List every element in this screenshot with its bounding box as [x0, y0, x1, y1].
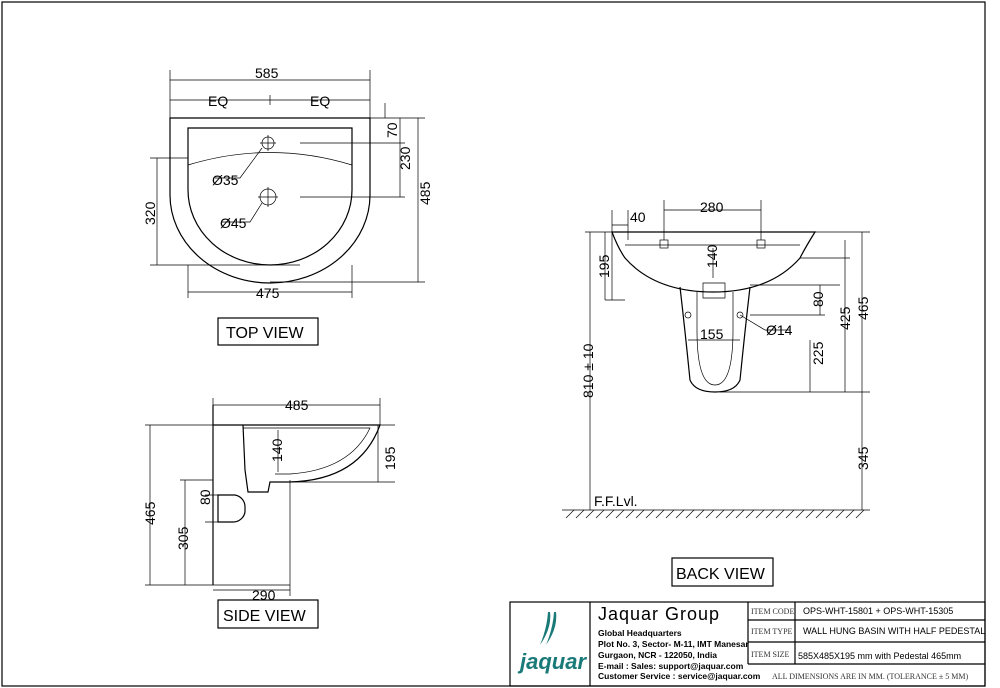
svg-text:465: 465	[855, 296, 871, 320]
item-size: 585X485X195 mm with Pedestal 465mm	[798, 651, 961, 661]
svg-text:70: 70	[384, 122, 400, 138]
svg-text:290: 290	[252, 587, 276, 603]
svg-text:465: 465	[142, 501, 158, 525]
svg-text:140: 140	[269, 438, 285, 462]
svg-text:475: 475	[256, 285, 280, 301]
svg-text:E-mail : Sales: support@jaquar: E-mail : Sales: support@jaquar.com	[598, 661, 744, 671]
basin-back-outline	[611, 231, 817, 293]
svg-text:485: 485	[285, 397, 309, 413]
jaquar-logo: jaquar	[517, 612, 587, 674]
title-block: jaquar Jaquar Group Global Headquarters …	[509, 601, 986, 687]
top-view: 585 EQ EQ 70 230 485 320 475 Ø35 Ø45 TOP…	[142, 65, 433, 346]
item-type: WALL HUNG BASIN WITH HALF PEDESTAL	[803, 626, 985, 636]
svg-text:EQ: EQ	[310, 93, 330, 109]
svg-text:80: 80	[810, 291, 826, 307]
svg-text:Customer Service : service@jaq: Customer Service : service@jaquar.com	[598, 671, 761, 681]
svg-text:195: 195	[596, 254, 612, 278]
item-code: OPS-WHT-15801 + OPS-WHT-15305	[803, 606, 953, 616]
svg-text:Ø14: Ø14	[766, 322, 793, 338]
svg-text:230: 230	[397, 146, 413, 170]
svg-text:Global Headquarters: Global Headquarters	[598, 628, 682, 638]
top-view-label: TOP VIEW	[226, 325, 305, 342]
svg-text:jaquar: jaquar	[517, 649, 587, 674]
svg-text:305: 305	[175, 526, 191, 550]
side-view-label-box	[217, 599, 319, 629]
svg-text:425: 425	[837, 306, 853, 330]
svg-text:ITEM TYPE: ITEM TYPE	[751, 627, 793, 636]
svg-text:140: 140	[704, 244, 720, 268]
company-name: Jaquar Group	[598, 604, 720, 624]
svg-text:Ø45: Ø45	[220, 215, 247, 231]
svg-text:280: 280	[700, 199, 724, 215]
pedestal-profile	[217, 494, 246, 523]
svg-text:80: 80	[197, 489, 213, 505]
dim-585: 585	[255, 65, 279, 81]
svg-text:ITEM SIZE: ITEM SIZE	[751, 650, 790, 659]
svg-text:810 ± 10: 810 ± 10	[580, 343, 596, 398]
svg-text:225: 225	[810, 341, 826, 365]
svg-text:195: 195	[382, 446, 398, 470]
basin-outline	[169, 117, 371, 284]
svg-text:Gurgaon, NCR - 122050, India: Gurgaon, NCR - 122050, India	[598, 650, 717, 660]
back-view: 40 280 140 195 80 155 Ø14 425 465 225 81…	[562, 199, 871, 587]
svg-text:Ø35: Ø35	[212, 172, 239, 188]
floor-hatch	[565, 509, 865, 519]
svg-text:40: 40	[630, 209, 646, 225]
side-view: 485 140 195 80 465 305 290 SIDE VIEW	[142, 397, 398, 629]
svg-text:345: 345	[855, 446, 871, 470]
pedestal-back-outline	[679, 286, 751, 393]
back-view-label-box	[671, 557, 774, 587]
svg-text:320: 320	[142, 201, 158, 225]
tolerance-note: ALL DIMENSIONS ARE IN MM. (TOLERANCE ± 5…	[772, 672, 969, 681]
svg-text:EQ: EQ	[208, 93, 228, 109]
svg-text:155: 155	[700, 326, 724, 342]
svg-text:ITEM CODE: ITEM CODE	[751, 607, 794, 616]
top-view-label-box	[217, 317, 319, 346]
svg-text:485: 485	[417, 181, 433, 205]
side-view-label: SIDE VIEW	[223, 608, 307, 625]
back-view-label: BACK VIEW	[676, 566, 766, 583]
svg-text:F.F.Lvl.: F.F.Lvl.	[594, 493, 638, 509]
svg-text:Plot No. 3, Sector- M-11, IMT: Plot No. 3, Sector- M-11, IMT Manesar	[598, 639, 749, 649]
basin-profile	[212, 405, 381, 585]
